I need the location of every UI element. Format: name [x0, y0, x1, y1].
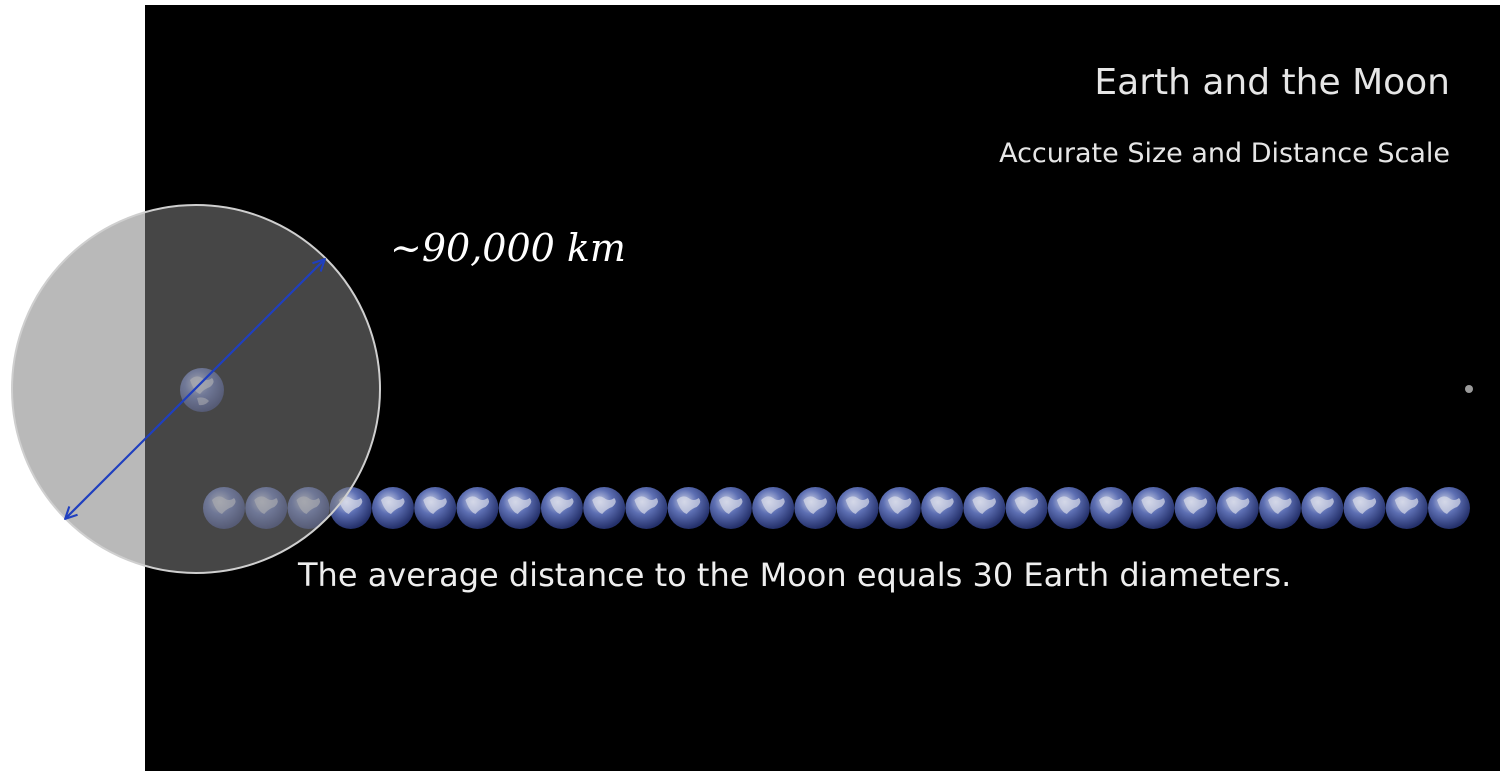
earth-row-icon	[878, 487, 921, 529]
earth-row-icon	[709, 487, 752, 529]
earth-row-icon	[1343, 487, 1386, 529]
earth-row-icon	[794, 487, 837, 529]
earth-row-icon	[1174, 487, 1217, 529]
earth-row-icon	[752, 487, 795, 529]
earth-diameter-row	[203, 487, 1470, 529]
earth-row-icon	[1385, 487, 1428, 529]
diagram-title: Earth and the Moon	[1094, 62, 1450, 103]
distance-annotation: ~90,000 km	[390, 226, 626, 270]
earth-row-icon	[498, 487, 541, 529]
earth-row-icon	[963, 487, 1006, 529]
earth-row-icon	[1047, 487, 1090, 529]
earth-row-icon	[1428, 487, 1470, 529]
earth-row-icon	[456, 487, 499, 529]
earth-row-icon	[625, 487, 668, 529]
earth-row-icon	[414, 487, 457, 529]
moon-icon	[1465, 385, 1473, 393]
earth-row-icon	[667, 487, 710, 529]
earth-row-icon	[1301, 487, 1344, 529]
earth-row-icon	[836, 487, 879, 529]
diagram-subtitle: Accurate Size and Distance Scale	[999, 138, 1450, 169]
diagram-caption: The average distance to the Moon equals …	[298, 556, 1292, 594]
earth-row-icon	[540, 487, 583, 529]
earth-row-icon	[1216, 487, 1259, 529]
distance-double-arrow	[66, 260, 324, 518]
earth-row-icon	[1005, 487, 1048, 529]
earth-row-icon	[921, 487, 964, 529]
earth-row-icon	[1259, 487, 1302, 529]
earth-row-icon	[1132, 487, 1175, 529]
earth-row-icon	[371, 487, 414, 529]
earth-row-icon	[1090, 487, 1133, 529]
earth-row-icon	[583, 487, 626, 529]
